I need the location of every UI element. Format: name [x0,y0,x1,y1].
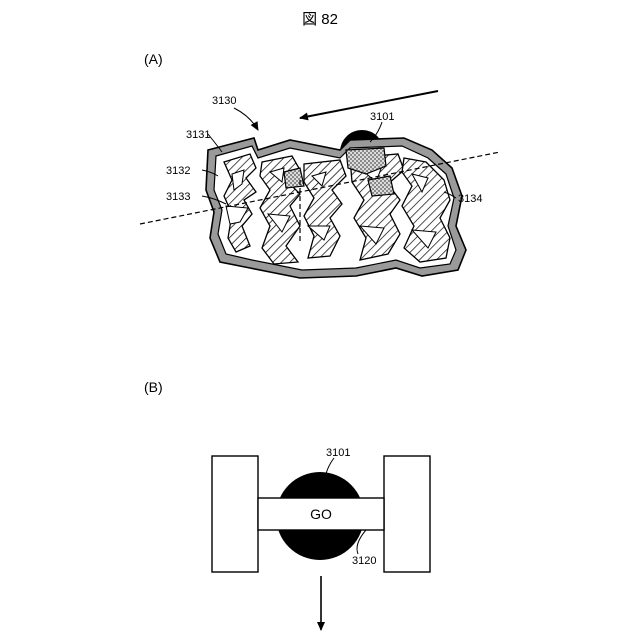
go-text: GO [310,506,332,522]
checker-segment-small [284,168,304,188]
ref-3130: 3130 [212,95,236,107]
ref-3133: 3133 [166,191,190,203]
leader-3101-b [326,458,334,474]
figure-title: 図 82 [302,11,338,28]
ref-3134: 3134 [458,193,482,205]
checker-segment-mid [368,176,394,196]
left-panel [212,456,258,572]
ref-3101-b: 3101 [326,447,350,459]
panel-a-label: (A) [144,51,163,67]
stylized-lettering-3130 [206,138,466,278]
ref-3120: 3120 [352,555,376,567]
right-panel [384,456,430,572]
ref-3131: 3131 [186,129,210,141]
leader-3130 [234,108,258,130]
ref-3101-a: 3101 [370,111,394,123]
ref-3132: 3132 [166,165,190,177]
panel-b-label: (B) [144,379,163,395]
motion-arrow-a [300,91,438,118]
